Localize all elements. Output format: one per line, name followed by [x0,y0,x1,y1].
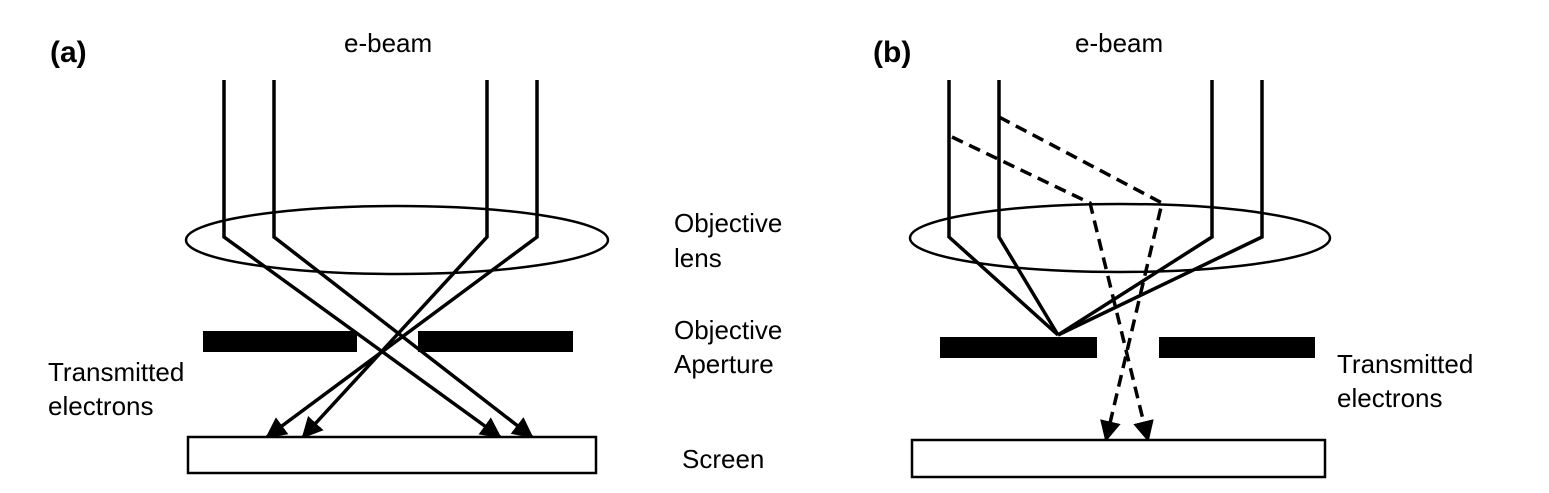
panel-b-screen [910,438,1327,479]
objective-aperture-label-1: Objective [674,315,782,345]
panel-a-ray-4 [265,80,539,439]
panel-a-transmitted-label-1: Transmitted [48,357,184,387]
panel-b-ray-3 [1057,80,1214,337]
panel-a-aperture-left [203,331,357,352]
panel-b-objective-lens [908,202,1332,274]
panel-b-ray-4 [1057,80,1264,337]
panel-a-ray-1 [222,80,502,439]
panel-a-ray-3 [301,80,489,439]
panel-a-screen [186,435,598,475]
objective-aperture-label-2: Aperture [674,349,774,379]
panel-b-dashed-ray-2 [998,115,1165,443]
panel-b-transmitted-label-2: electrons [1337,383,1443,413]
center-labels: Objective lens Objective Aperture Screen [674,208,782,474]
panel-b-aperture-right [1159,337,1315,358]
screen-label: Screen [682,444,764,474]
panel-a-label: (a) [50,36,87,69]
panel-b-transmitted-label-1: Transmitted [1337,349,1473,379]
panel-a-transmitted-label-2: electrons [48,391,154,421]
panel-a-aperture-right [418,331,573,352]
objective-lens-label-1: Objective [674,208,782,238]
panel-b-ray-2 [997,80,1060,336]
panel-b-ray-1 [947,80,1060,337]
panel-b: (b) e-beam Transmitted electrons [873,28,1473,479]
objective-lens-label-2: lens [674,243,722,273]
panel-a-objective-lens [184,204,610,276]
panel-b-beam-label: e-beam [1075,28,1163,58]
panel-a-ray-2 [272,80,534,439]
panel-b-aperture-left [940,337,1097,358]
panel-b-label: (b) [873,36,911,69]
panel-a-beam-label: e-beam [344,28,432,58]
panel-b-dashed-ray-1 [951,135,1154,443]
panel-a: (a) e-beam Transmitted electrons [48,28,610,475]
